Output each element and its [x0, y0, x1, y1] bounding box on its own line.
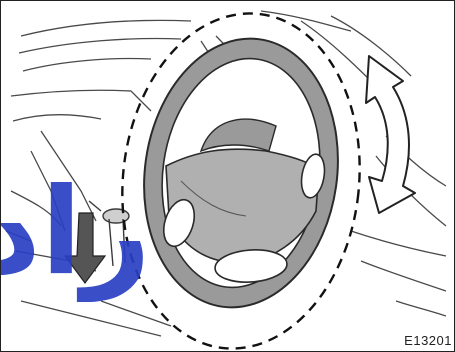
figure-reference-code: E13201: [404, 333, 452, 348]
watermark: رادسودنان: [1, 163, 151, 302]
double-headed-curved-arrow-icon: [366, 56, 415, 213]
steering-wheel: [127, 26, 355, 320]
svg-text:رادسودنان: رادسودنان: [1, 163, 151, 302]
